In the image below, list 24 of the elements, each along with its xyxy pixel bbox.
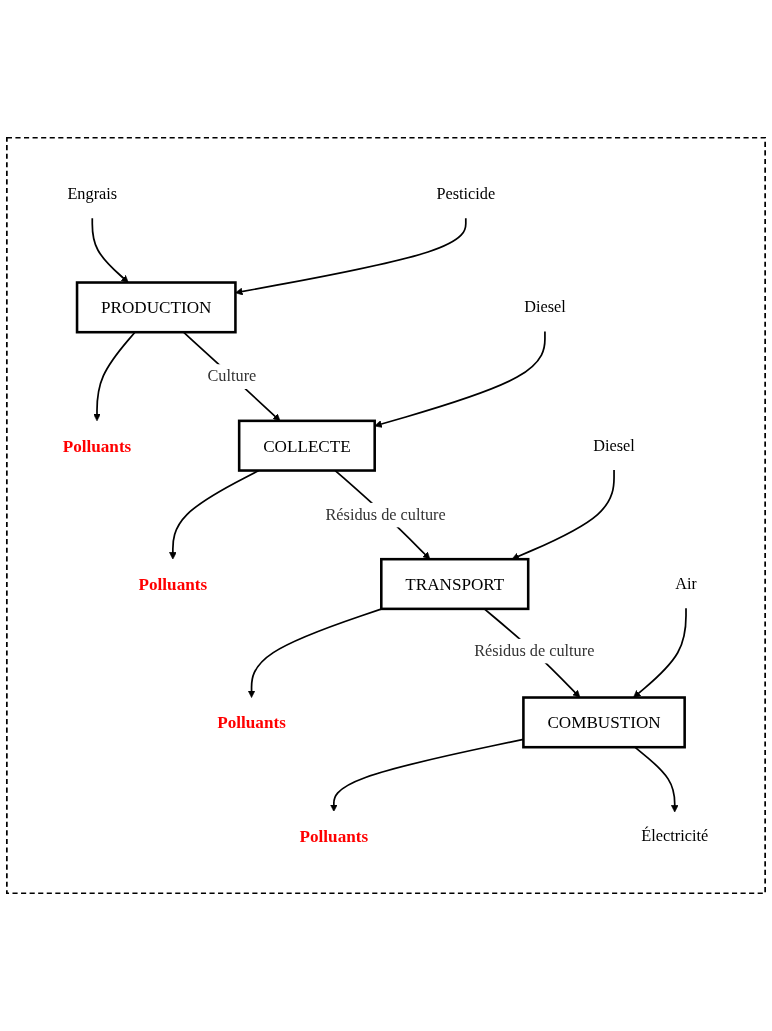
edge-label: Résidus de culture (325, 505, 446, 524)
arrow (247, 608, 383, 698)
node-box: COMBUSTION (522, 696, 686, 749)
edge-label: Culture (207, 366, 257, 385)
node-text: Diesel (524, 297, 566, 316)
cluster (6, 136, 766, 895)
node-box: COLLECTE (237, 419, 376, 472)
node-box: PRODUCTION (75, 281, 237, 334)
node-text: Pesticide (436, 184, 496, 203)
arrow (374, 330, 546, 428)
edge-label: Résidus de culture (474, 641, 595, 660)
node-text: Air (675, 574, 697, 593)
arrow (235, 217, 467, 296)
arrow (633, 607, 687, 698)
arrow (91, 217, 129, 283)
node-text: Engrais (67, 184, 118, 203)
arrow (511, 469, 615, 560)
node-text: Polluants (299, 826, 369, 846)
node-text: Diesel (593, 436, 635, 455)
node-box: TRANSPORT (380, 557, 530, 611)
node-text: Polluants (62, 436, 132, 456)
node-text: Électricité (641, 826, 709, 845)
node-text: Polluants (138, 574, 208, 594)
node-text: Polluants (217, 712, 286, 732)
